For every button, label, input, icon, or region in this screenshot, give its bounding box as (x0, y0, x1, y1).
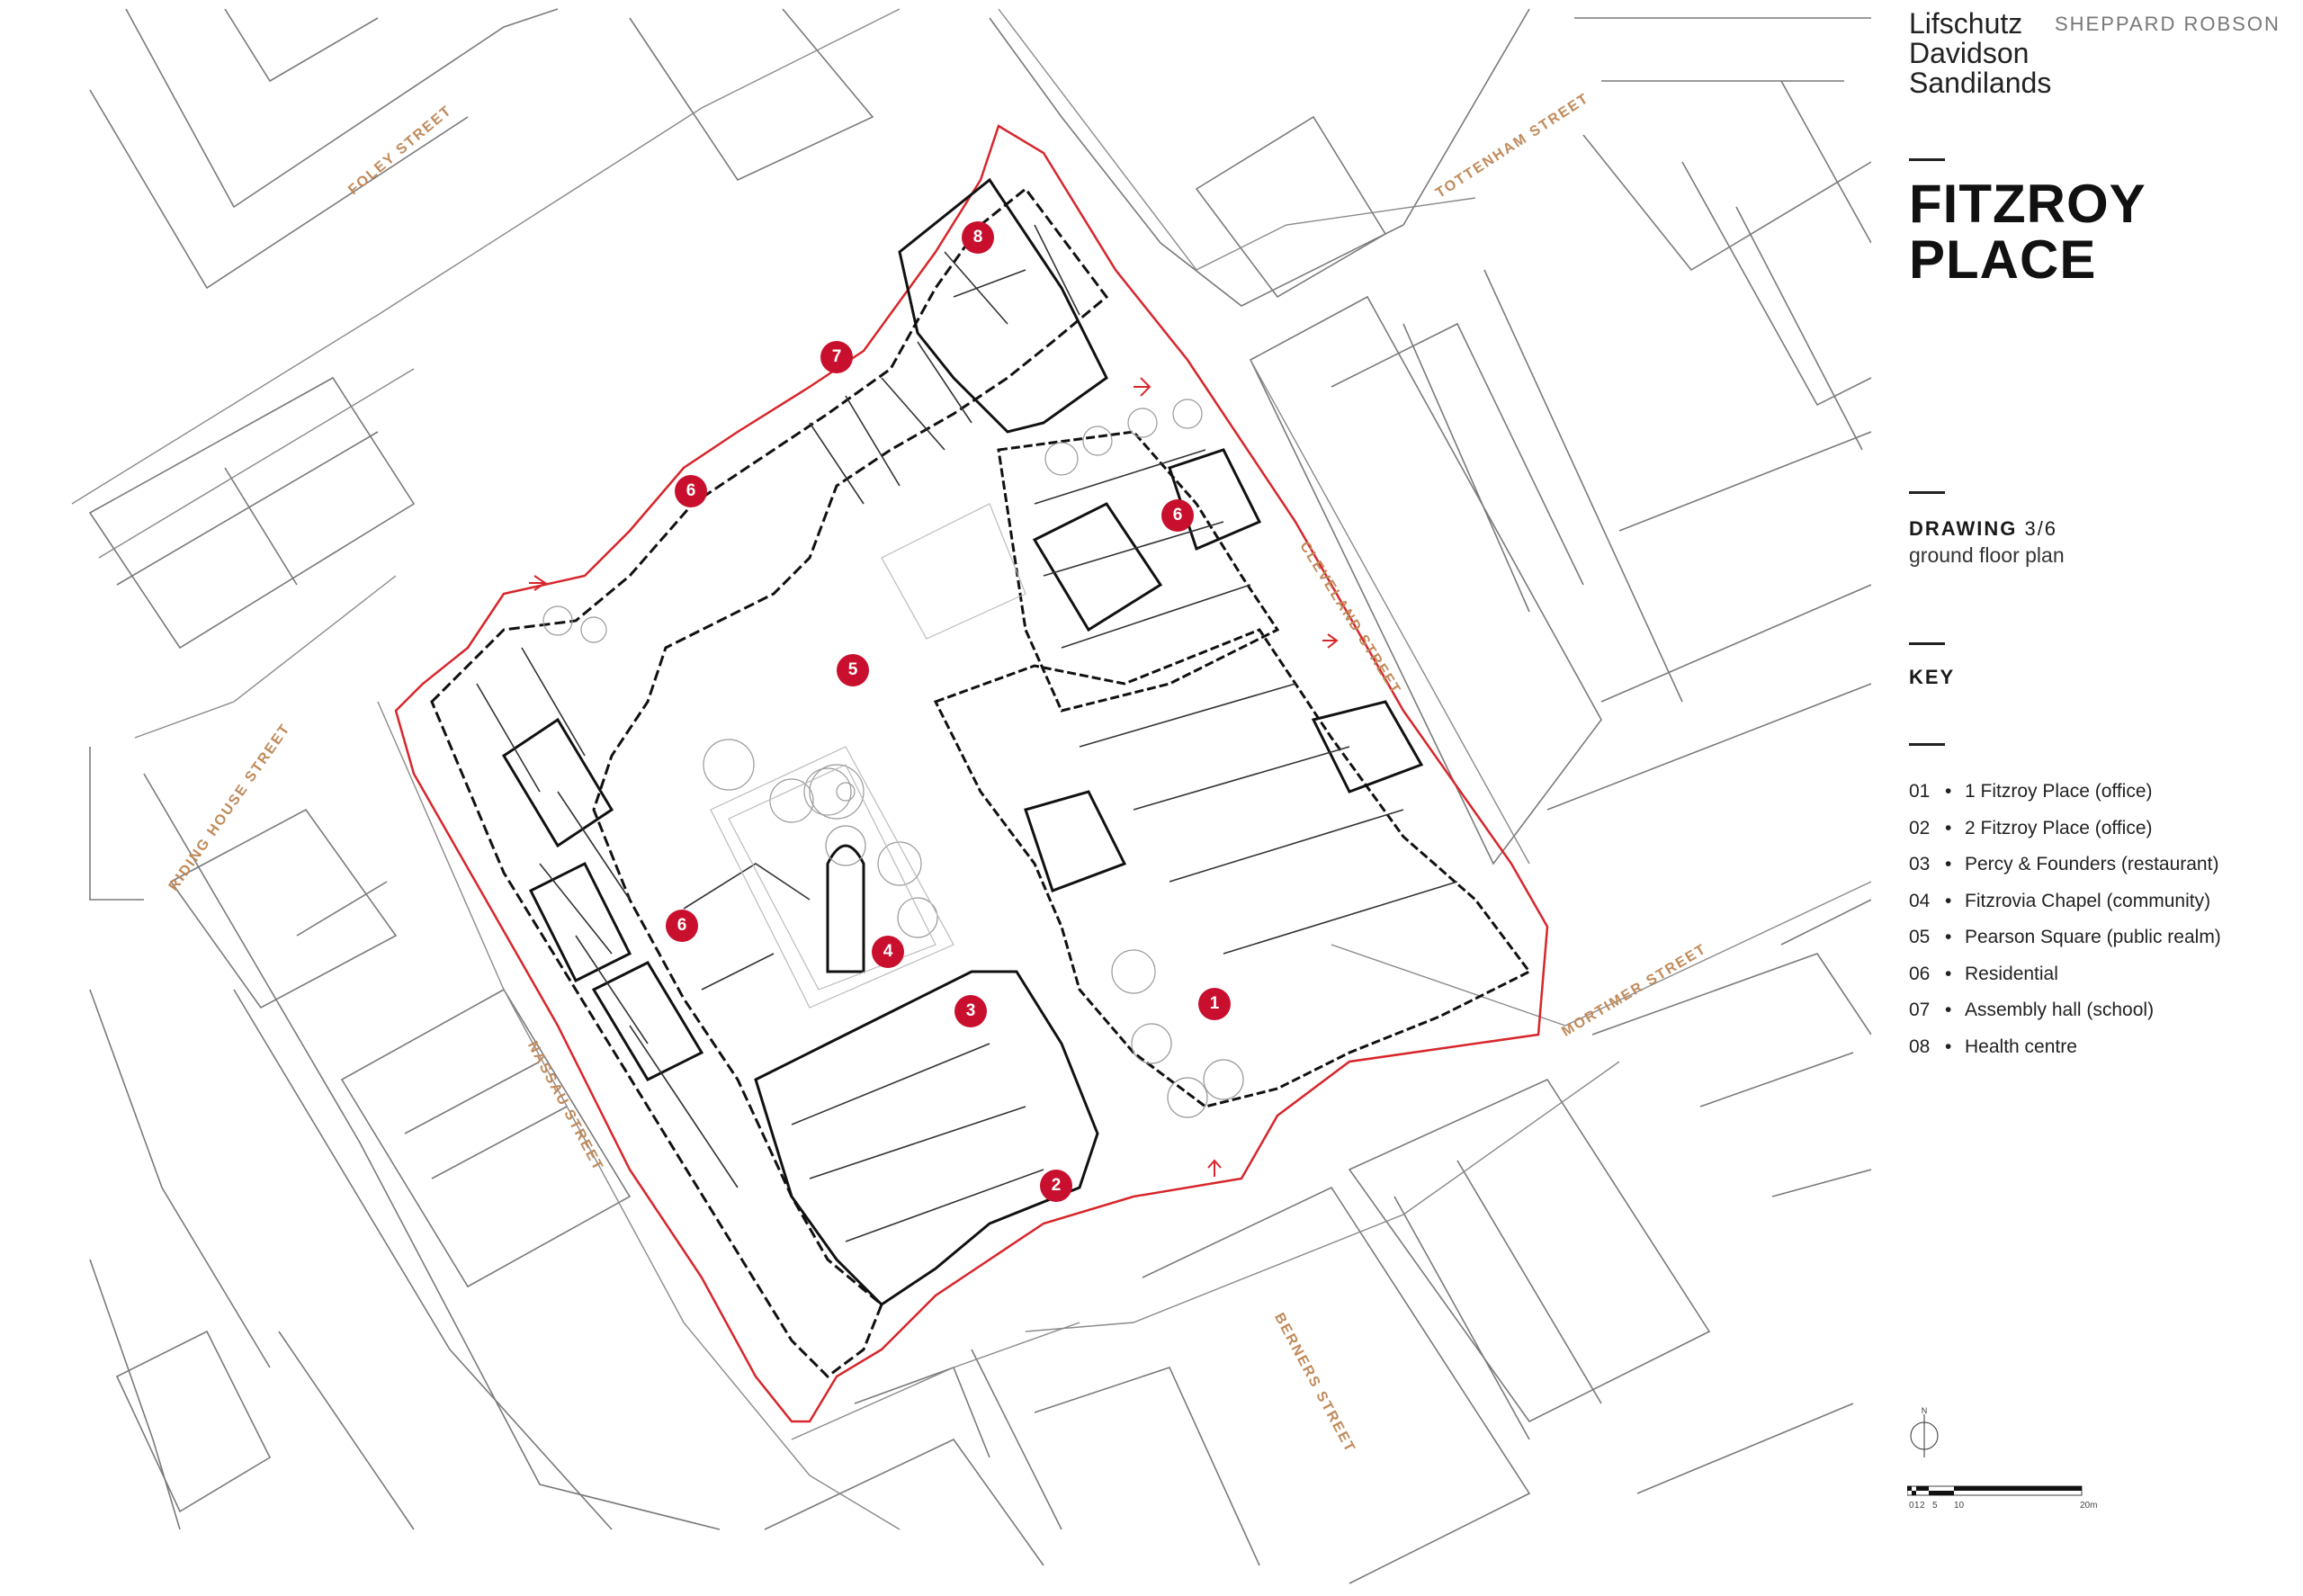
key-label: Percy & Founders (restaurant) (1965, 854, 2219, 874)
key-label: Fitzrovia Chapel (community) (1965, 890, 2211, 911)
drawing-label: DRAWING (1909, 517, 2018, 540)
key-heading: KEY (1909, 666, 1956, 688)
key-item: 04•Fitzrovia Chapel (community) (1909, 883, 2221, 920)
scale-label: 20m (2080, 1501, 2098, 1511)
key-number: 01 (1909, 781, 1931, 802)
project-title: FITZROY PLACE (1909, 176, 2146, 288)
key-item: 07•Assembly hall (school) (1909, 992, 2221, 1029)
key-number: 03 (1909, 854, 1931, 874)
logo-line: Sandilands (1909, 67, 2052, 99)
logo-line: Lifschutz (1909, 7, 2023, 40)
marker-7: 7 (820, 341, 853, 373)
marker-2: 2 (1040, 1170, 1072, 1202)
scale-label: 5 (1932, 1501, 1938, 1511)
scale-label: 2 (1920, 1501, 1925, 1511)
context-blocks (88, 8, 1871, 1584)
scale-label: 1 (1914, 1501, 1920, 1511)
title-line: PLACE (1909, 229, 2097, 290)
key-label: Pearson Square (public realm) (1965, 927, 2221, 947)
title-line: FITZROY (1909, 174, 2146, 234)
scale-label: 10 (1954, 1501, 1965, 1511)
key-number: 07 (1909, 1000, 1931, 1020)
key-number: 06 (1909, 963, 1931, 984)
key-label: 1 Fitzroy Place (office) (1965, 781, 2153, 802)
marker-8: 8 (962, 221, 994, 254)
chapel-square (710, 503, 1026, 1009)
partitions (476, 224, 1458, 1242)
key-number: 04 (1909, 890, 1931, 911)
marker-1: 1 (1198, 988, 1231, 1020)
key-item: 06•Residential (1909, 956, 2221, 993)
north-arrow-icon: N (1909, 1405, 1940, 1464)
logo-line: Davidson (1909, 37, 2030, 69)
divider (1909, 743, 1945, 746)
key-list: 01•1 Fitzroy Place (office) 02•2 Fitzroy… (1909, 774, 2221, 1065)
title-block: Lifschutz Davidson Sandilands SHEPPARD R… (1871, 0, 2303, 1596)
divider (1909, 642, 1945, 645)
key-number: 02 (1909, 817, 1931, 838)
scale-labels: 0 1 2 5 10 20m (1909, 1501, 2097, 1513)
drawing-number: DRAWING 3/6 (1909, 517, 2057, 541)
marker-5: 5 (837, 654, 869, 686)
site-boundary (394, 124, 1549, 1423)
site-plan: FOLEY STREET TOTTENHAM STREET CLEVELAND … (71, 8, 1871, 1584)
key-item: 02•2 Fitzroy Place (office) (1909, 811, 2221, 847)
divider (1909, 158, 1945, 161)
key-number: 08 (1909, 1036, 1931, 1057)
practice-logo-sr: SHEPPARD ROBSON (2055, 13, 2281, 35)
key-item: 08•Health centre (1909, 1029, 2221, 1066)
marker-6-west: 6 (666, 910, 698, 942)
key-label: 2 Fitzroy Place (office) (1965, 817, 2153, 838)
key-label: Residential (1965, 963, 2058, 984)
marker-6-east: 6 (1161, 499, 1194, 532)
key-label: Assembly hall (school) (1965, 1000, 2155, 1020)
scale-label: 0 (1909, 1501, 1914, 1511)
drawing-description: ground floor plan (1909, 543, 2065, 567)
svg-text:N: N (1922, 1406, 1928, 1415)
entrance-arrows (529, 377, 1339, 1177)
key-number: 05 (1909, 927, 1931, 947)
marker-6-north: 6 (675, 475, 707, 507)
key-label: Health centre (1965, 1036, 2077, 1057)
trees (542, 399, 1244, 1118)
marker-3: 3 (954, 995, 987, 1027)
scale-bar (1906, 1484, 2087, 1502)
marker-4: 4 (872, 936, 904, 968)
key-item: 03•Percy & Founders (restaurant) (1909, 847, 2221, 883)
key-item: 01•1 Fitzroy Place (office) (1909, 774, 2221, 811)
plan-drawing (71, 8, 1871, 1584)
building-footprints (430, 177, 1532, 1378)
divider (1909, 491, 1945, 494)
road-edges (71, 8, 1871, 1530)
drawing-count: 3/6 (2024, 517, 2058, 540)
practice-logo-lds: Lifschutz Davidson Sandilands (1909, 9, 2051, 98)
key-item: 05•Pearson Square (public realm) (1909, 919, 2221, 956)
